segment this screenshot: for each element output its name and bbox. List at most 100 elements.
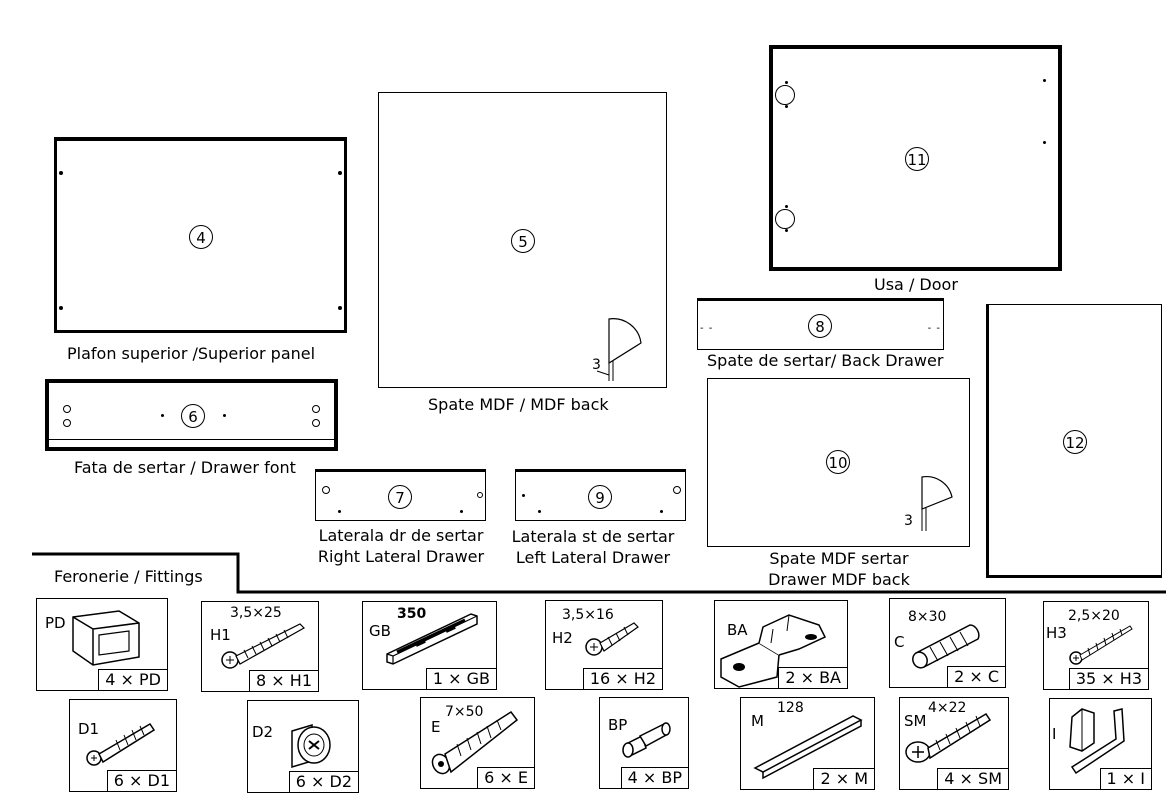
panel-6-drawer-front: 6 (45, 379, 338, 451)
part-number: 4 (189, 225, 213, 249)
fitting-qty: 4 × BP (620, 767, 688, 788)
fitting-code: PD (45, 614, 66, 632)
fitting-ba: BA 2 × BA (714, 600, 848, 689)
hole-mark (223, 414, 226, 417)
hole-mark (1043, 79, 1046, 82)
shelf-pin-icon (622, 722, 671, 758)
panel-10-drawer-mdf-back: 10 3 (707, 378, 970, 547)
fittings-tab-label: Feronerie / Fittings (54, 567, 203, 586)
fitting-size: 128 (777, 700, 804, 716)
fitting-qty: 4 × SM (937, 768, 1008, 789)
part-number: 7 (388, 485, 412, 509)
fitting-code: BP (608, 716, 628, 734)
hole-mark (312, 405, 320, 413)
hole-mark (59, 171, 63, 175)
fitting-code: C (894, 633, 905, 651)
fitting-size: 8×30 (908, 609, 947, 625)
hole-mark (161, 414, 164, 417)
hole-mark (63, 419, 71, 427)
panel-12: 12 (986, 304, 1162, 578)
part-label: Laterala st de sertar (511, 527, 675, 546)
fitting-i: I 1 × I (1049, 698, 1152, 790)
fitting-size: 350 (397, 606, 427, 622)
part-number: 8 (808, 314, 832, 338)
fitting-code: GB (369, 622, 391, 640)
part-label: Usa / Door (874, 275, 958, 294)
panel-9-left-lateral: 9 (515, 469, 686, 521)
hole-mark (538, 510, 541, 513)
hinge-icon (720, 614, 827, 688)
fitting-code: H1 (210, 626, 231, 644)
fitting-qty: 2 × M (813, 768, 874, 789)
part-label: Laterala dr de sertar (318, 526, 484, 545)
fitting-size: 4×22 (928, 700, 967, 716)
hex-key-icon (1069, 708, 1125, 775)
hole-mark (785, 81, 788, 84)
dimension-label: 3 (904, 513, 913, 529)
fitting-qty: 4 × PD (98, 669, 167, 690)
hole-mark (785, 105, 788, 108)
hole-mark (460, 510, 463, 513)
fitting-code: I (1052, 725, 1057, 743)
hole-mark (338, 510, 341, 513)
part-number: 10 (826, 450, 850, 474)
dimension-label: 3 (592, 357, 601, 373)
hole-mark (785, 229, 788, 232)
drawer-slide-icon (386, 613, 478, 665)
screw-icon (585, 622, 639, 656)
part-label: Spate MDF / MDF back (428, 395, 609, 414)
fitting-qty: 6 × E (477, 767, 534, 788)
handle-icon (753, 715, 863, 780)
hole-mark (660, 510, 663, 513)
fitting-qty: 6 × D1 (106, 770, 176, 791)
fitting-gb: GB 350 1 × GB (362, 601, 497, 690)
fitting-code: D2 (252, 723, 274, 741)
hole-mark (673, 486, 681, 494)
hole-mark (338, 306, 342, 310)
cam-lock-icon (291, 723, 331, 769)
part-label: Left Lateral Drawer (515, 548, 671, 567)
part-label: Spate MDF sertar (769, 549, 909, 568)
part-label: Spate de sertar/ Back Drawer (707, 351, 944, 370)
hole-mark (1043, 141, 1046, 144)
fitting-code: BA (727, 621, 748, 639)
part-label: Fata de sertar / Drawer font (74, 458, 296, 477)
part-number: 12 (1063, 430, 1087, 454)
fitting-pd: PD 4 × PD (36, 598, 168, 691)
fitting-h2: 3,5×16 H2 16 × H2 (545, 600, 663, 690)
part-number: 11 (905, 147, 929, 171)
fitting-code: M (751, 712, 764, 730)
fitting-code: E (431, 718, 441, 736)
hole-mark (522, 494, 525, 497)
screw-icon (1069, 625, 1133, 665)
fitting-e: 7×50 E 6 × E (420, 697, 535, 789)
hole-mark (63, 405, 71, 413)
panel-8-back-drawer: ‐ ‐ ‐ ‐ 8 (697, 298, 944, 350)
edge-line (49, 439, 334, 440)
fitting-h1: 3,5×25 H1 8 × H1 (201, 601, 319, 692)
fitting-code: H2 (552, 629, 573, 647)
part-number: 9 (588, 485, 612, 509)
profile-bracket-icon (72, 610, 140, 666)
fitting-qty: 8 × H1 (249, 670, 318, 691)
fitting-size: 7×50 (445, 704, 484, 720)
panel-5-mdf-back: 5 3 (378, 92, 667, 388)
slot-mark: ‐ ‐ (927, 323, 941, 334)
part-label: Drawer MDF back (768, 570, 910, 589)
fitting-size: 2,5×20 (1068, 608, 1120, 624)
part-number: 6 (181, 404, 205, 428)
screw-icon (221, 623, 305, 669)
hinge-cup-hole (775, 209, 795, 229)
fitting-c: 8×30 C 2 × C (889, 598, 1006, 688)
bolt-icon (86, 722, 156, 766)
edge-detail-icon (596, 318, 642, 381)
slot-mark: ‐ ‐ (700, 323, 714, 334)
fitting-bp: BP 4 × BP (599, 697, 689, 789)
fitting-d1: D1 6 × D1 (69, 699, 177, 792)
fitting-h3: 2,5×20 H3 35 × H3 (1043, 601, 1149, 690)
dowel-icon (912, 624, 980, 669)
screw-icon (905, 712, 992, 763)
hole-mark (338, 171, 342, 175)
fitting-d2: D2 6 × D2 (247, 700, 359, 793)
fitting-qty: 1 × GB (425, 668, 496, 689)
